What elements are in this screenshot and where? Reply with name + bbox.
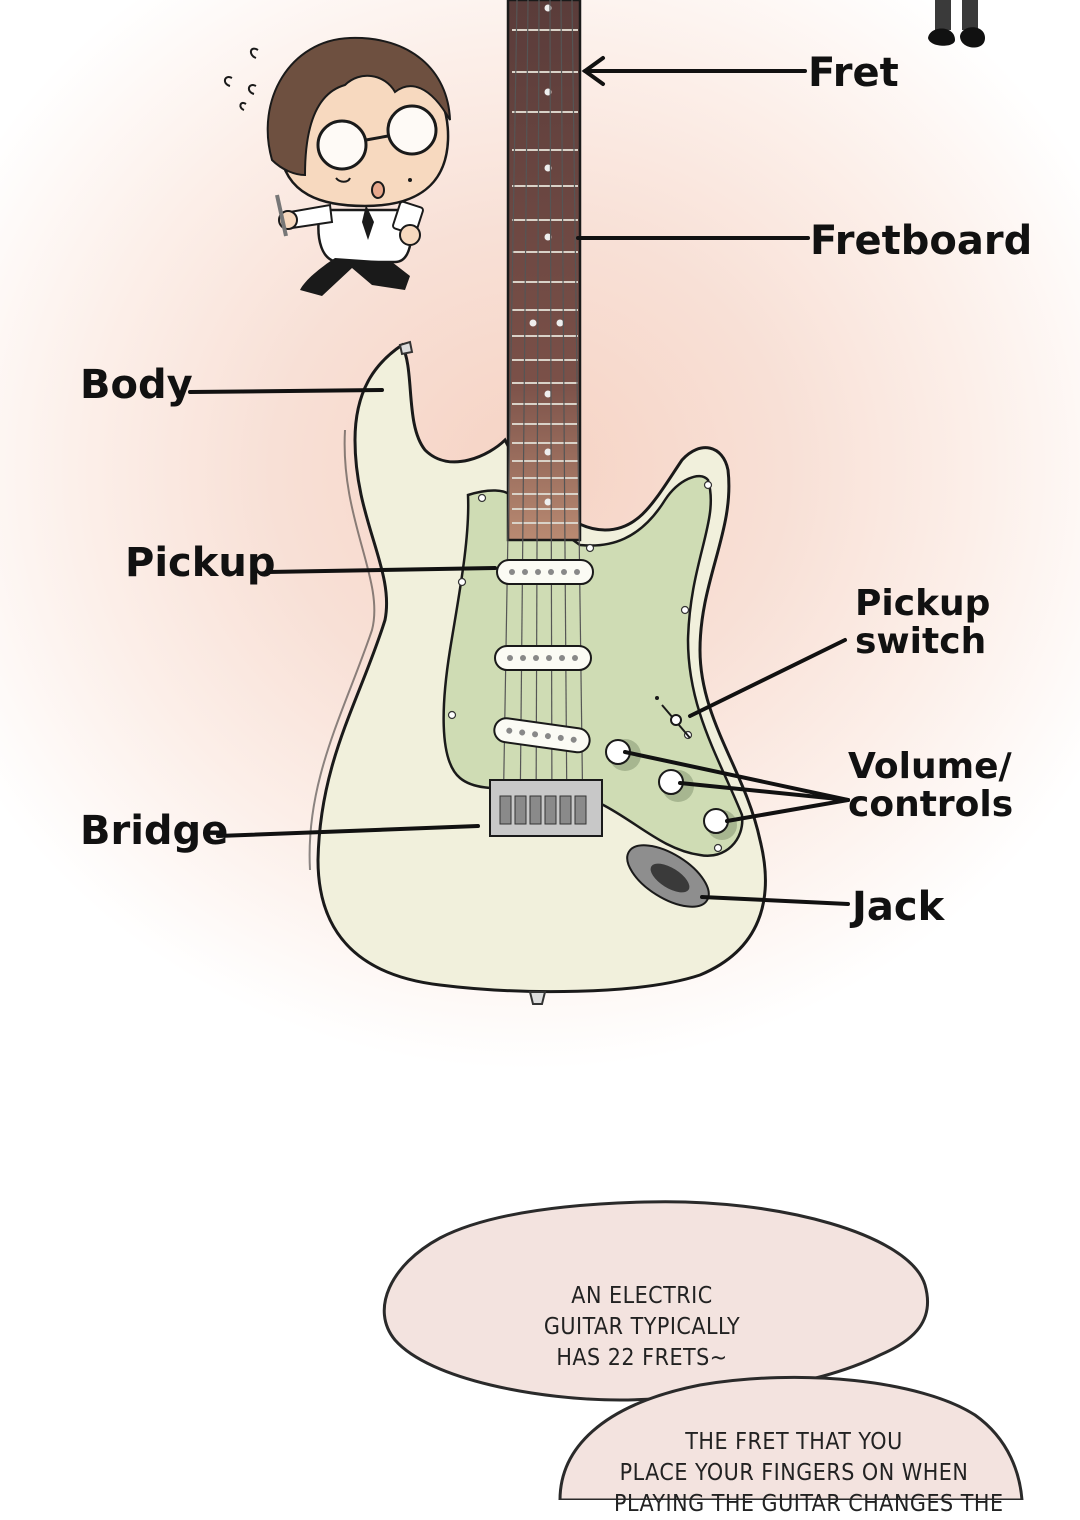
frets (512, 29, 578, 524)
volume-leader-3 (725, 798, 850, 823)
label-jack: Jack (852, 884, 945, 930)
label-fret: Fret (808, 50, 899, 96)
label-pickup: Pickup (125, 540, 276, 586)
body-leader (188, 388, 384, 394)
pickup-bridge (493, 717, 591, 754)
pickup-switch (655, 696, 691, 739)
character-legs-top-right (928, 0, 985, 48)
tone-knob-2 (658, 769, 694, 802)
bubble2-line: THE FRET THAT YOU (685, 1429, 903, 1455)
fretboard (506, 0, 582, 542)
fret-arrowhead (581, 56, 605, 86)
label-body: Body (80, 362, 193, 408)
bubble1-text: AN ELECTRIC GUITAR TYPICALLY HAS 22 FRET… (542, 1281, 742, 1374)
bridge-leader (216, 824, 480, 838)
bubble2-line: PLAYING THE GUITAR CHANGES THE (614, 1491, 1004, 1517)
bubble1-line: HAS 22 FRETS~ (556, 1345, 728, 1371)
bubble1-line: AN ELECTRIC (571, 1283, 713, 1309)
bubble1-line: GUITAR TYPICALLY (543, 1314, 741, 1340)
strings (502, 0, 584, 826)
strap-pin-top (398, 340, 414, 356)
pickup-switch-leader (688, 638, 847, 718)
strap-pin-bottom (528, 991, 547, 1005)
volume-leader-1 (623, 750, 850, 802)
label-pickup-switch: Pickup switch (855, 583, 991, 662)
volume-knob-1 (605, 739, 641, 771)
chibi-character (224, 36, 451, 296)
speech-bubbles (382, 1200, 1024, 1500)
pickup-middle (494, 645, 592, 671)
label-bridge: Bridge (80, 808, 229, 854)
speech-bubble-2 (558, 1375, 1024, 1500)
output-jack (626, 844, 710, 908)
bubble2-line: PLACE YOUR FINGERS ON WHEN (619, 1460, 969, 1486)
volume-leader-2 (678, 781, 850, 802)
label-fretboard: Fretboard (810, 218, 1033, 264)
tone-knob-3 (703, 808, 737, 840)
pickup-neck (496, 559, 594, 585)
jack-leader (700, 895, 850, 906)
guitar-illustration (188, 0, 985, 1005)
bridge (489, 779, 603, 837)
pickup-leader (266, 566, 497, 574)
bubble2-text: THE FRET THAT YOU PLACE YOUR FINGERS ON … (614, 1427, 1004, 1520)
label-volume-controls: Volume/ controls (848, 746, 1014, 825)
